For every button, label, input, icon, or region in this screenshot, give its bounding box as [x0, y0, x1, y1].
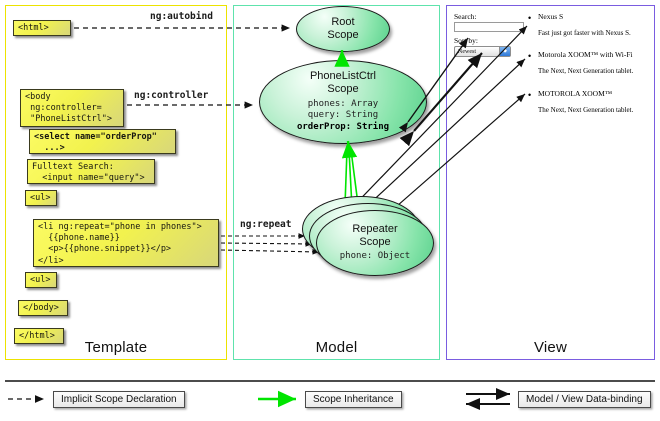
scope-phonelistctrl: PhoneListCtrl Scope phones: Array query:…	[259, 60, 427, 144]
legend-label-scope-inheritance: Scope Inheritance	[305, 391, 402, 408]
phone-name[interactable]: Motorola XOOM™ with Wi-Fi	[538, 50, 633, 59]
scope-phonelistctrl-props: phones: Array query: String orderProp: S…	[297, 99, 389, 134]
legend: Implicit Scope Declaration Scope Inherit…	[5, 383, 655, 417]
scope-repeater: Repeater Scope phone: Object	[316, 210, 434, 276]
list-bullet-icon: •	[528, 51, 532, 61]
connector-label-ng-repeat: ng:repeat	[240, 219, 292, 230]
phone-snippet: The Next, Next Generation tablet.	[538, 106, 634, 114]
search-input[interactable]	[454, 22, 524, 32]
scope-root: Root Scope	[296, 6, 390, 52]
connector-label-ng-controller: ng:controller	[134, 90, 209, 101]
code-box-ul-open: <ul>	[25, 190, 57, 206]
column-label-view: View	[533, 339, 568, 356]
sort-by-label: Sort by:	[454, 36, 478, 45]
scope-prop-orderprop: orderProp: String	[296, 121, 390, 132]
scope-phonelistctrl-title: PhoneListCtrl Scope	[309, 70, 377, 95]
connector-label-ng-autobind: ng:autobind	[150, 11, 213, 22]
scope-repeater-props: phone: Object	[339, 251, 411, 262]
list-bullet-icon: •	[528, 13, 532, 23]
code-box-html-open: <html>	[13, 20, 71, 36]
phone-name[interactable]: MOTOROLA XOOM™	[538, 89, 613, 98]
scope-repeater-title: Repeater Scope	[352, 223, 398, 248]
search-label: Search:	[454, 12, 477, 21]
column-label-template: Template	[84, 339, 148, 356]
column-model: Model	[233, 5, 440, 360]
list-bullet-icon: •	[528, 90, 532, 100]
code-box-select-orderprop: <select name="orderProp" ...>	[29, 129, 176, 154]
code-box-fulltext-search: Fulltext Search: <input name="query">	[27, 159, 155, 184]
chevron-updown-icon: ◆	[499, 47, 510, 56]
scope-prop-plain: phones: Array query: String	[307, 98, 379, 121]
legend-label-model-view-data-binding: Model / View Data-binding	[518, 391, 651, 408]
column-label-model: Model	[315, 339, 358, 356]
phone-snippet: Fast just got faster with Nexus S.	[538, 29, 631, 37]
code-box-body-close: </body>	[18, 300, 68, 316]
view-app-preview: Search: Sort by: Newest ◆ • Nexus S Fast…	[452, 11, 650, 131]
code-box-li-ngrepeat: <li ng:repeat="phone in phones"> {{phone…	[33, 219, 219, 267]
legend-label-implicit-scope-declaration: Implicit Scope Declaration	[53, 391, 185, 408]
sort-by-selected-value: Newest	[458, 48, 476, 55]
phone-name[interactable]: Nexus S	[538, 12, 564, 21]
phone-snippet: The Next, Next Generation tablet.	[538, 67, 634, 75]
code-box-ul-close: <ul>	[25, 272, 57, 288]
scope-root-title: Root Scope	[327, 16, 359, 41]
code-box-html-close: </html>	[14, 328, 64, 344]
code-box-body-open: <body ng:controller= "PhoneListCtrl">	[20, 89, 124, 127]
sort-by-select[interactable]: Newest ◆	[454, 46, 511, 57]
